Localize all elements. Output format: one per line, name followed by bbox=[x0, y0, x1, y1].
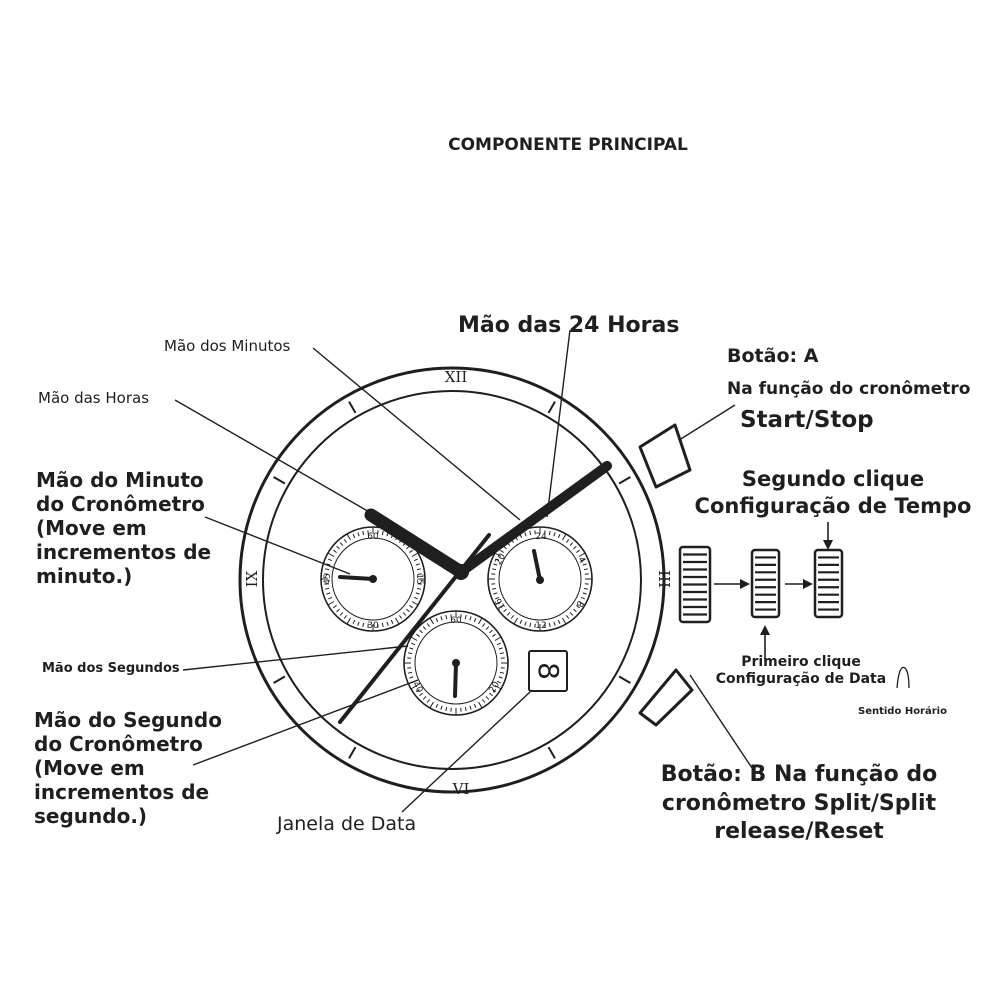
subdial-left-30: 30 bbox=[367, 621, 379, 631]
svg-text:Primeiro clique: Primeiro clique bbox=[741, 654, 861, 670]
chrono-minute-hand bbox=[338, 575, 375, 581]
diagram-title: COMPONENTE PRINCIPAL bbox=[448, 135, 688, 155]
svg-text:(Move em: (Move em bbox=[34, 756, 145, 780]
svg-text:incrementos de: incrementos de bbox=[36, 540, 211, 564]
bezel-hour-ticks bbox=[273, 401, 631, 759]
24-hour-hand bbox=[532, 549, 542, 582]
numeral-xii: XII bbox=[445, 368, 468, 386]
subdial-right-16: 16 bbox=[494, 596, 509, 611]
label-seconds-hand: Mão dos Segundos bbox=[42, 661, 180, 676]
svg-text:Mão do Minuto: Mão do Minuto bbox=[36, 468, 204, 492]
svg-text:Mão do Segundo: Mão do Segundo bbox=[34, 708, 222, 732]
subdial-left-45: 45 bbox=[323, 573, 333, 584]
center-pinion bbox=[453, 564, 469, 580]
svg-text:Na função do cronômetro: Na função do cronômetro bbox=[727, 379, 971, 399]
label-button-b: Botão: B Na função do cronômetro Split/S… bbox=[661, 762, 938, 844]
subdial-bottom-60: 60 bbox=[450, 616, 462, 626]
label-button-a: Botão: A Na função do cronômetro Start/S… bbox=[727, 345, 971, 433]
subdial-right-8: 8 bbox=[573, 599, 585, 609]
subdial-right-4: 4 bbox=[575, 556, 587, 566]
label-first-click: Primeiro clique Configuração de Data bbox=[716, 654, 886, 687]
svg-text:Start/Stop: Start/Stop bbox=[740, 407, 874, 433]
subdial-right-12: 12 bbox=[535, 621, 546, 631]
svg-text:cronômetro Split/Split: cronômetro Split/Split bbox=[662, 791, 937, 816]
numeral-iii: III bbox=[655, 570, 673, 588]
svg-text:incrementos de: incrementos de bbox=[34, 780, 209, 804]
svg-text:Configuração de Tempo: Configuração de Tempo bbox=[695, 494, 972, 518]
label-hours-hand: Mão das Horas bbox=[38, 389, 149, 407]
label-clockwise: Sentido Horário bbox=[858, 705, 947, 717]
label-second-click: Segundo clique Configuração de Tempo bbox=[695, 467, 972, 518]
minutes-hand bbox=[456, 461, 612, 577]
watch-case bbox=[238, 366, 666, 794]
leader-lines bbox=[174, 329, 753, 813]
label-minutes-hand: Mão dos Minutos bbox=[164, 337, 291, 355]
crown-arrows bbox=[714, 522, 833, 660]
label-date-window: Janela de Data bbox=[276, 813, 416, 835]
crown-position-0[interactable] bbox=[678, 545, 712, 624]
subdial-right-24: 24 bbox=[535, 532, 547, 542]
label-24-hour-hand: Mão das 24 Horas bbox=[458, 313, 679, 338]
button-b[interactable] bbox=[638, 668, 694, 727]
label-chrono-second-hand: Mão do Segundo do Cronômetro (Move em in… bbox=[34, 708, 222, 828]
svg-text:do Cronômetro: do Cronômetro bbox=[34, 732, 203, 756]
svg-text:(Move em: (Move em bbox=[36, 516, 147, 540]
svg-text:Botão: A: Botão: A bbox=[727, 345, 819, 367]
svg-text:Segundo clique: Segundo clique bbox=[742, 467, 924, 491]
svg-text:minuto.): minuto.) bbox=[36, 564, 132, 588]
seconds-hand bbox=[453, 661, 458, 698]
date-digit: 8 bbox=[532, 662, 565, 680]
subdial-left-60: 60 bbox=[367, 532, 379, 542]
subdial-left-15: 15 bbox=[414, 573, 424, 584]
outer-bezel bbox=[238, 366, 666, 794]
svg-text:do Cronômetro: do Cronômetro bbox=[36, 492, 205, 516]
numeral-vi: VI bbox=[452, 780, 470, 798]
inner-bezel bbox=[262, 390, 642, 770]
clockwise-arc-icon bbox=[896, 666, 910, 689]
seconds-subdial: 60 20 40 bbox=[403, 610, 509, 716]
24-hour-subdial: 24 4 8 12 16 20 bbox=[487, 526, 593, 632]
svg-text:segundo.): segundo.) bbox=[34, 804, 147, 828]
crown-position-1 bbox=[750, 548, 781, 619]
svg-text:Configuração de Data: Configuração de Data bbox=[716, 671, 886, 687]
label-chrono-minute-hand: Mão do Minuto do Cronômetro (Move em inc… bbox=[36, 468, 211, 588]
chrono-minute-subdial: 60 15 30 45 bbox=[320, 526, 426, 632]
numeral-ix: IX bbox=[243, 570, 261, 587]
svg-text:release/Reset: release/Reset bbox=[714, 819, 884, 844]
crown-position-2 bbox=[813, 548, 844, 619]
svg-text:Botão: B Na função do: Botão: B Na função do bbox=[661, 762, 938, 787]
button-a[interactable] bbox=[638, 423, 692, 489]
date-window: 8 bbox=[528, 650, 568, 692]
hours-hand bbox=[364, 508, 468, 579]
